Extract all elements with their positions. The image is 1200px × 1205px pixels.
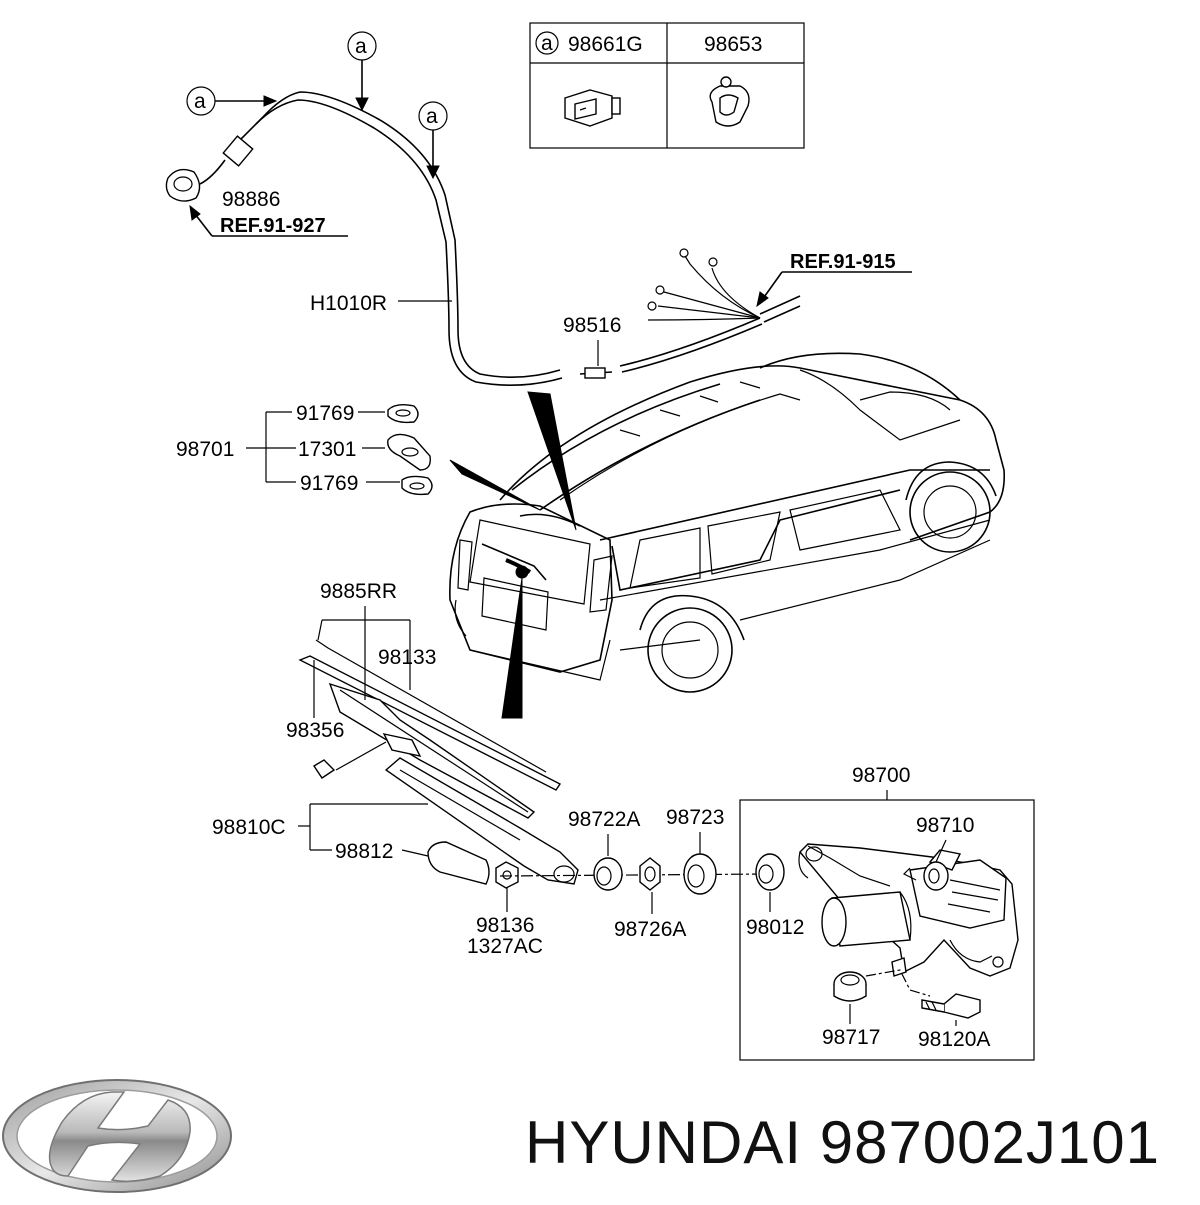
svg-text:REF.91-915: REF.91-915 xyxy=(790,251,896,273)
legend-symbol: a xyxy=(541,32,553,55)
label-91769-top: 91769 xyxy=(296,402,354,425)
callout-a-left: a xyxy=(186,86,278,116)
legend-part-b: 98653 xyxy=(704,33,762,56)
label-9885RR: 9885RR xyxy=(320,580,397,603)
ref-91-927: REF.91-927 xyxy=(189,204,348,237)
legend-table: a 98661G 98653 xyxy=(529,22,805,149)
label-98012: 98012 xyxy=(746,916,804,939)
svg-text:a: a xyxy=(355,35,367,58)
label-98701: 98701 xyxy=(176,438,234,461)
washer-98722A xyxy=(593,857,623,891)
svg-text:REF.91-927: REF.91-927 xyxy=(220,215,326,237)
nut-98136 xyxy=(495,861,519,889)
wiper-arm-icon xyxy=(384,757,579,885)
label-98723: 98723 xyxy=(666,806,724,829)
washer-hose xyxy=(165,91,763,386)
label-98886: 98886 xyxy=(222,188,280,211)
label-98700: 98700 xyxy=(852,764,910,787)
wire-harness xyxy=(647,248,801,323)
label-98810C: 98810C xyxy=(212,816,286,839)
svg-text:a: a xyxy=(426,105,438,128)
label-1327AC: 1327AC xyxy=(467,935,543,958)
callout-a-top: a xyxy=(347,31,377,112)
arm-cap-icon xyxy=(427,841,490,885)
label-98120A: 98120A xyxy=(918,1028,990,1051)
label-98136: 98136 xyxy=(476,914,534,937)
label-98812: 98812 xyxy=(335,840,393,863)
label-17301: 17301 xyxy=(298,438,356,461)
hyundai-logo xyxy=(2,1079,232,1193)
pointer-nozzle xyxy=(527,391,577,531)
grommet-98717 xyxy=(833,971,867,1002)
callout-a-right: a xyxy=(418,101,448,180)
clamp-icon xyxy=(709,76,750,127)
motor-assembly-box: 98700 98012 xyxy=(739,764,1035,1061)
label-98710: 98710 xyxy=(916,814,974,837)
grommet-98012 xyxy=(755,853,785,891)
label-98133: 98133 xyxy=(378,646,436,669)
bushing-98723 xyxy=(683,853,717,895)
legend-part-a: 98661G xyxy=(568,33,643,56)
ref-91-915: REF.91-915 xyxy=(756,251,912,308)
washer-nozzle-icon xyxy=(165,168,201,202)
svg-text:a: a xyxy=(194,90,206,113)
label-91769-bottom: 91769 xyxy=(300,472,358,495)
pointer-wiper xyxy=(501,577,523,719)
brand-part-number: HYUNDAI 987002J101 xyxy=(525,1109,1161,1176)
pointer-grommet xyxy=(449,459,541,511)
label-98722A: 98722A xyxy=(568,808,640,831)
label-98356: 98356 xyxy=(286,719,344,742)
label-H1010R: H1010R xyxy=(310,292,387,315)
label-98717: 98717 xyxy=(822,1026,880,1049)
nut-98726A xyxy=(639,857,661,891)
wiper-motor-icon xyxy=(798,843,1019,977)
label-98726A: 98726A xyxy=(614,918,686,941)
bolt-98120A xyxy=(921,993,981,1019)
label-98516: 98516 xyxy=(563,314,621,337)
grommet-group: 98701 91769 17301 91769 xyxy=(176,402,433,496)
clip-icon xyxy=(564,89,621,127)
joint-98516 xyxy=(584,367,606,379)
